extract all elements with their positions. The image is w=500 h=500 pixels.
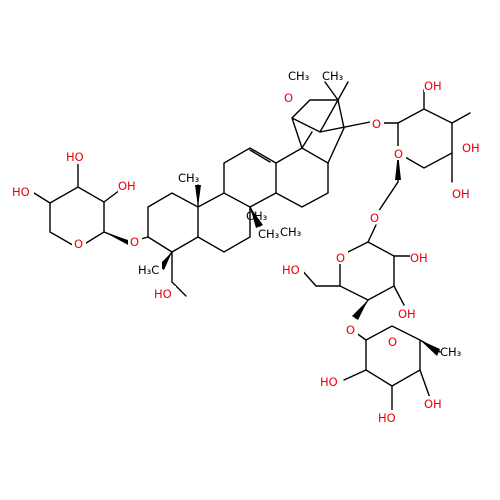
ring-a-bonds	[147, 192, 199, 253]
label-xylose-ring-o: O	[74, 237, 83, 251]
label-glucose1-link-o: O	[372, 117, 381, 131]
label-core-ring-o: O	[284, 91, 293, 105]
label-glucose1-oh-2: OH	[462, 141, 480, 155]
glucose1-ring-bonds	[397, 108, 453, 169]
label-glucose1-oh-1: OH	[424, 79, 442, 93]
label-xylose-ho-left: HO	[12, 185, 30, 199]
label-hydroxymethyl-ho: HO	[154, 287, 172, 301]
ring-d-bonds	[275, 147, 329, 208]
wedge-glucose1-c5	[395, 153, 401, 180]
ring-e-bonds	[291, 99, 345, 164]
label-methyl-c14: CH₃	[258, 227, 280, 241]
label-rhamnose-methyl: CH₃	[440, 345, 462, 359]
wedge-glucose2-c4	[352, 300, 368, 320]
label-o6-linkage: O	[370, 211, 379, 225]
ring-b-bonds	[197, 192, 251, 253]
label-o4-linkage: O	[346, 323, 355, 337]
wedge-rhamnose-c5	[420, 340, 440, 356]
wedge-xylose-c1	[104, 232, 130, 246]
label-glucose2-oh-1: OH	[410, 251, 428, 265]
label-glucose2-ho-ch2: HO	[282, 263, 300, 277]
glucose2-ring-bonds	[339, 241, 395, 301]
wedge-c8-methyl	[250, 207, 263, 228]
label-rhamnose-ho-3: HO	[378, 411, 396, 425]
label-rhamnose-ring-o: O	[388, 335, 397, 349]
glucose2-substituent-bonds	[299, 224, 413, 319]
label-rhamnose-oh-2: OH	[424, 397, 442, 411]
label-xylose-ho-top: HO	[66, 150, 84, 164]
label-glucose1-ring-o: O	[394, 147, 403, 161]
label-methyl-c8: CH₃	[246, 209, 268, 223]
label-methyl-c17: CH₃	[280, 225, 302, 239]
label-methyl-c10: CH₃	[178, 171, 200, 185]
label-glucose2-oh-2: OH	[398, 307, 416, 321]
glucose1-substituent-bonds	[375, 89, 471, 216]
label-gem-methyl-1: CH₃	[288, 69, 310, 83]
wedge-c10-methyl	[195, 185, 201, 207]
alkene-double-bond	[249, 149, 271, 163]
ring-c-bonds	[223, 147, 277, 208]
label-rhamnose-ho-1: HO	[320, 375, 338, 389]
label-c3-glycoside-o: O	[130, 235, 139, 249]
bond-layer	[33, 81, 471, 411]
label-xylose-oh-mid: OH	[118, 179, 136, 193]
xylose-substituent-bonds	[33, 162, 131, 243]
label-layer: HO OH HO O O H₃C HO CH₃ CH₃ CH₃ CH₃ CH₃ …	[12, 69, 484, 425]
label-c4-methyl: H₃C	[138, 263, 159, 277]
label-gem-methyl-2: CH₃	[322, 69, 344, 83]
wedge-layer	[104, 153, 440, 356]
label-glucose1-oh-3: OH	[452, 187, 470, 201]
label-glucose2-ring-o: O	[336, 251, 345, 265]
